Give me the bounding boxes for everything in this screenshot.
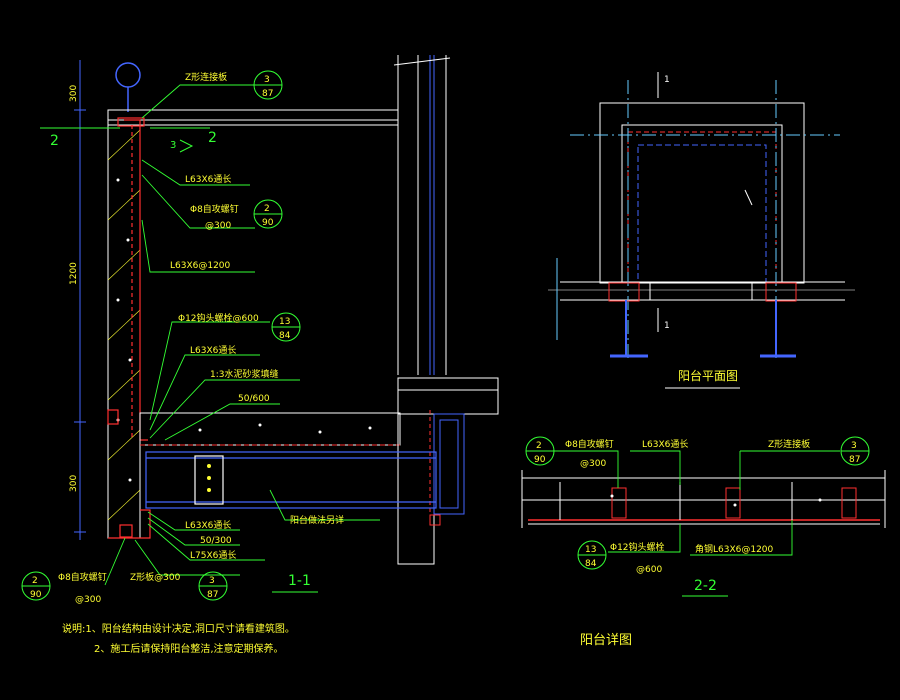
- callout-4-bottom: 90: [30, 590, 42, 600]
- label-angle-3: L63X6通长: [190, 344, 236, 356]
- sheet-title: 阳台详图: [580, 633, 632, 648]
- callout-1: 3 87: [253, 70, 283, 100]
- callout-3-top: 13: [279, 317, 290, 327]
- label-2-2-angle-1: L63X6通长: [642, 438, 688, 450]
- label-bolt-bottom-spacing: @300: [75, 595, 101, 605]
- label-bolt-1-spacing: @300: [205, 221, 231, 231]
- callout-3: 13 84: [271, 312, 301, 342]
- balcony-plan: 1 1 阳台平面图: [548, 72, 855, 389]
- label-2-2-bolt-1-spacing: @300: [580, 459, 606, 469]
- callout-5-top: 3: [209, 576, 215, 586]
- floor-slab: [139, 412, 401, 446]
- plan-title: 阳台平面图: [678, 368, 738, 383]
- callout-1-top: 3: [264, 75, 270, 85]
- label-bolt-bottom: Φ8自攻螺钉: [58, 571, 107, 583]
- label-angle-5: L75X6通长: [190, 549, 236, 561]
- callout-2-2-a-top: 2: [536, 441, 542, 451]
- callout-2: 2 90: [253, 199, 283, 229]
- label-2-2-angle-2: 角钢L63X6@1200: [695, 543, 774, 555]
- callout-1-bottom: 87: [262, 89, 273, 99]
- label-zsteel-bottom: Z形板@300: [130, 571, 181, 583]
- window-frame-bottom: [145, 451, 437, 509]
- callout-2-2-a-bottom: 90: [534, 455, 546, 465]
- label-pad: 50/600: [238, 394, 270, 404]
- callout-4: 2 90: [21, 571, 51, 601]
- note-line-2: 2、施工后请保持阳台整洁,注意定期保养。: [94, 644, 284, 655]
- label-bolt-2: Φ12钩头螺栓@600: [178, 312, 259, 324]
- steel-angle-vertical: [107, 117, 148, 441]
- callout-4-top: 2: [32, 576, 38, 586]
- leader-lines-2-2: [540, 450, 840, 556]
- label-glass-note: 阳台做法另详: [290, 514, 344, 526]
- label-bolt-1: Φ8自攻螺钉: [190, 203, 239, 215]
- wall-column: [393, 55, 451, 375]
- label-mortar: 1:3水泥砂浆填缝: [210, 368, 279, 380]
- section-1-1: 300 1200 300: [21, 55, 499, 605]
- note-line-1: 说明:1、阳台结构由设计决定,洞口尺寸请看建筑图。: [62, 624, 295, 635]
- callout-2-2-c: 13 84: [577, 540, 607, 570]
- callout-5-bottom: 87: [207, 590, 218, 600]
- callout-2-bottom: 90: [262, 218, 274, 228]
- callout-2-2-a: 2 90: [525, 436, 555, 466]
- dimension-line: [74, 60, 86, 540]
- label-angle-2: L63X6@1200: [170, 261, 231, 271]
- section-2-2: 2 90 3 87 13 84 Φ8自攻螺钉 @300 L63X6通长 Z形连接…: [521, 436, 886, 597]
- plan-cut-top: 1: [664, 75, 670, 85]
- label-2-2-bolt-1: Φ8自攻螺钉: [565, 438, 614, 450]
- callout-5: 3 87: [198, 571, 228, 601]
- dim-text-bottom: 300: [69, 475, 79, 492]
- cut-mark-right: 2: [208, 130, 217, 146]
- callout-2-2-b-top: 3: [851, 441, 857, 451]
- label-pad-2: 50/300: [200, 536, 232, 546]
- leader-lines: [104, 84, 380, 586]
- callout-2-2-b: 3 87: [840, 436, 870, 466]
- callout-2-top: 2: [264, 204, 270, 214]
- label-angle-1: L63X6通长: [185, 173, 231, 185]
- label-2-2-bolt-2-spacing: @600: [636, 565, 662, 575]
- callout-2-2-c-bottom: 84: [585, 559, 597, 569]
- section-2-2-title: 2-2: [694, 578, 717, 594]
- label-2-2-bolt-2: Φ12钩头螺栓: [610, 541, 665, 553]
- dim-text-middle: 1200: [69, 262, 79, 285]
- plan-cut-bottom: 1: [664, 321, 670, 331]
- callout-2-2-b-bottom: 87: [849, 455, 860, 465]
- callout-3-bottom: 84: [279, 331, 291, 341]
- dim-text-top: 300: [69, 85, 79, 102]
- label-zsteel-top: Z形连接板: [185, 71, 227, 83]
- callout-2-2-c-top: 13: [585, 545, 596, 555]
- cut-mark-left: 2: [50, 133, 59, 149]
- label-angle-4: L63X6通长: [185, 519, 231, 531]
- bottom-bracket: [108, 509, 151, 539]
- cut-ref: 3: [170, 140, 176, 151]
- label-2-2-zsteel: Z形连接板: [768, 438, 810, 450]
- section-1-1-title: 1-1: [288, 573, 311, 589]
